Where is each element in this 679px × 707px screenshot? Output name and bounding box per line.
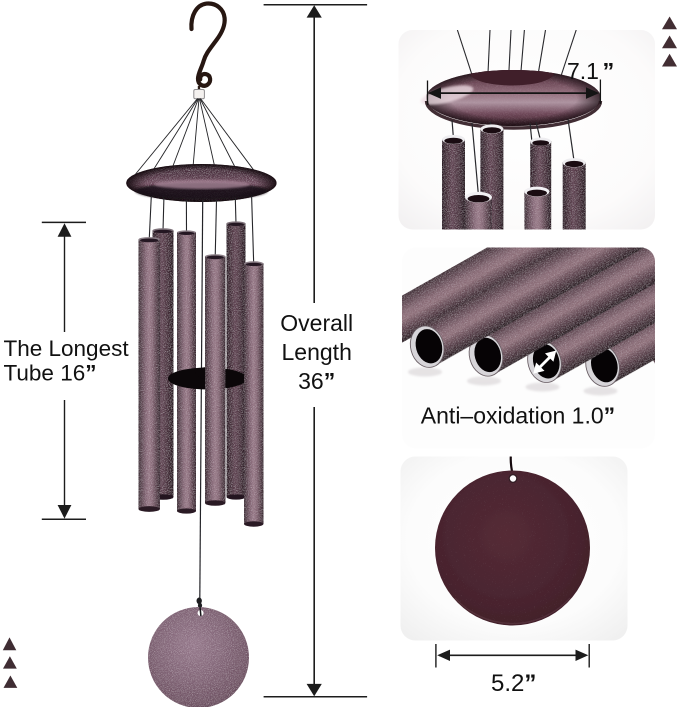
svg-text:Length: Length [282, 339, 352, 365]
svg-text:Anti–oxidation 1.0”: Anti–oxidation 1.0” [421, 402, 615, 428]
svg-text:”: ” [603, 58, 615, 84]
svg-text:5.2”: 5.2” [491, 670, 536, 697]
svg-text:36”: 36” [298, 368, 335, 394]
svg-text:Overall: Overall [280, 310, 353, 336]
svg-text:The Longest: The Longest [4, 336, 130, 361]
svg-text:Tube 16”: Tube 16” [4, 361, 97, 386]
svg-text:7.1: 7.1 [567, 58, 599, 84]
